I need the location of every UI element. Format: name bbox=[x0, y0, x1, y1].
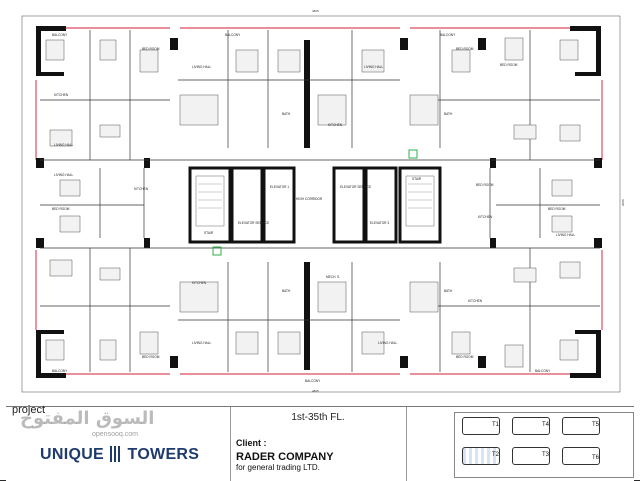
room-label-elevator-service: ELEVATOR SERVICE bbox=[238, 221, 269, 225]
key-unit-t1 bbox=[462, 417, 500, 435]
room-label-bed-room: BED ROOM bbox=[500, 63, 518, 67]
logo-text-right: TOWERS bbox=[127, 446, 200, 463]
room-label-stair: STAIR bbox=[204, 231, 214, 235]
room-label-elevator-3: ELEVATOR 3 bbox=[370, 221, 389, 225]
room-label-living-hall: LIVING HALL bbox=[378, 341, 398, 345]
room-label-bed-room: BED ROOM bbox=[456, 355, 474, 359]
dimension-top: 4825 bbox=[312, 9, 319, 13]
room-label-bed-room: BED ROOM bbox=[142, 47, 160, 51]
room-label-kitchen: KITCHEN bbox=[192, 281, 207, 285]
room-label-bed-room: BED ROOM bbox=[476, 183, 494, 187]
watermark: السوق المفتوح bbox=[20, 408, 155, 429]
key-label-t2: T2 bbox=[492, 452, 500, 458]
room-label-living-hall: LIVING HALL bbox=[54, 173, 74, 177]
room-label-kitchen: KITCHEN bbox=[134, 187, 149, 191]
key-unit-t4 bbox=[512, 417, 550, 435]
room-label-living-hall: LIVING HALL bbox=[364, 65, 384, 69]
title-block-cell-client bbox=[230, 407, 407, 481]
room-label-mech-s: MECH. S. bbox=[326, 275, 340, 279]
logo-text-left: UNIQUE bbox=[40, 446, 105, 463]
partition-walls bbox=[40, 30, 600, 372]
project-logo: UNIQUE TOWERS bbox=[40, 446, 199, 464]
project-label: project bbox=[12, 404, 46, 416]
client-name: RADER COMPANY bbox=[236, 451, 334, 463]
exit-marker-icon bbox=[408, 149, 418, 159]
room-label-bath: BATH bbox=[282, 112, 291, 116]
key-label-t1: T1 bbox=[492, 422, 500, 428]
key-unit-t3 bbox=[512, 447, 550, 465]
room-label-balcony: BALCONY bbox=[225, 33, 241, 37]
room-label-living-hall: LIVING HALL bbox=[192, 341, 212, 345]
key-unit-t2-highlighted bbox=[462, 447, 500, 465]
room-label-bed-room: BED ROOM bbox=[52, 207, 70, 211]
key-label-t3: T3 bbox=[542, 452, 550, 458]
room-label-bath: BATH bbox=[282, 289, 291, 293]
room-label-elevator-1: ELEVATOR 1 bbox=[270, 185, 289, 189]
room-label-bath: BATH bbox=[444, 112, 453, 116]
room-label-living-hall: LIVING HALL bbox=[54, 143, 74, 147]
room-label-balcony: BALCONY bbox=[440, 33, 456, 37]
client-label: Client : bbox=[236, 438, 267, 448]
dimension-bottom: 4825 bbox=[312, 389, 319, 393]
room-label-kitchen: KITCHEN bbox=[478, 215, 493, 219]
room-label-living-hall: LIVING HALL bbox=[556, 233, 576, 237]
watermark-url: opensooq.com bbox=[92, 431, 138, 438]
room-label-living-hall: LIVING HALL bbox=[192, 65, 212, 69]
room-label-bed-room: BED ROOM bbox=[142, 355, 160, 359]
room-label-stair: STAIR bbox=[412, 177, 422, 181]
room-label-balcony: BALCONY bbox=[305, 379, 321, 383]
key-label-t6: T6 bbox=[592, 455, 600, 461]
room-label-balcony: BALCONY bbox=[52, 369, 68, 373]
room-label-balcony: BALCONY bbox=[52, 33, 68, 37]
key-unit-t6 bbox=[562, 447, 600, 465]
key-label-t5: T5 bbox=[592, 422, 600, 428]
room-label-balcony: BALCONY bbox=[535, 369, 551, 373]
structural-walls bbox=[36, 26, 602, 378]
floor-plan-drawing: BALCONY BALCONY BALCONY BALCONY BALCONY … bbox=[21, 9, 625, 393]
core bbox=[188, 166, 442, 244]
room-label-bed-room: BED ROOM bbox=[456, 47, 474, 51]
exit-marker-icon bbox=[212, 246, 222, 256]
room-label-kitchen: KITCHEN bbox=[54, 93, 69, 97]
floor-range-label: 1st-35th FL. bbox=[291, 412, 345, 423]
logo-bars-icon bbox=[109, 446, 122, 462]
room-label-bath: BATH bbox=[444, 289, 453, 293]
dimension-right: 2000 bbox=[621, 199, 625, 206]
key-unit-t5 bbox=[562, 417, 600, 435]
key-plan bbox=[454, 412, 634, 478]
room-label-high-corridor: HIGH CORRIDOR bbox=[296, 197, 323, 201]
room-label-elevator-service: ELEVATOR SERVICE bbox=[340, 185, 371, 189]
client-description: for general trading LTD. bbox=[236, 463, 320, 472]
room-label-kitchen: KITCHEN bbox=[468, 299, 483, 303]
title-block-cell-project bbox=[6, 407, 231, 481]
room-label-bed-room: BED ROOM bbox=[548, 207, 566, 211]
room-label-kitchen: KITCHEN bbox=[328, 123, 343, 127]
building-outline bbox=[21, 15, 621, 393]
furniture bbox=[45, 37, 581, 368]
key-label-t4: T4 bbox=[542, 422, 550, 428]
